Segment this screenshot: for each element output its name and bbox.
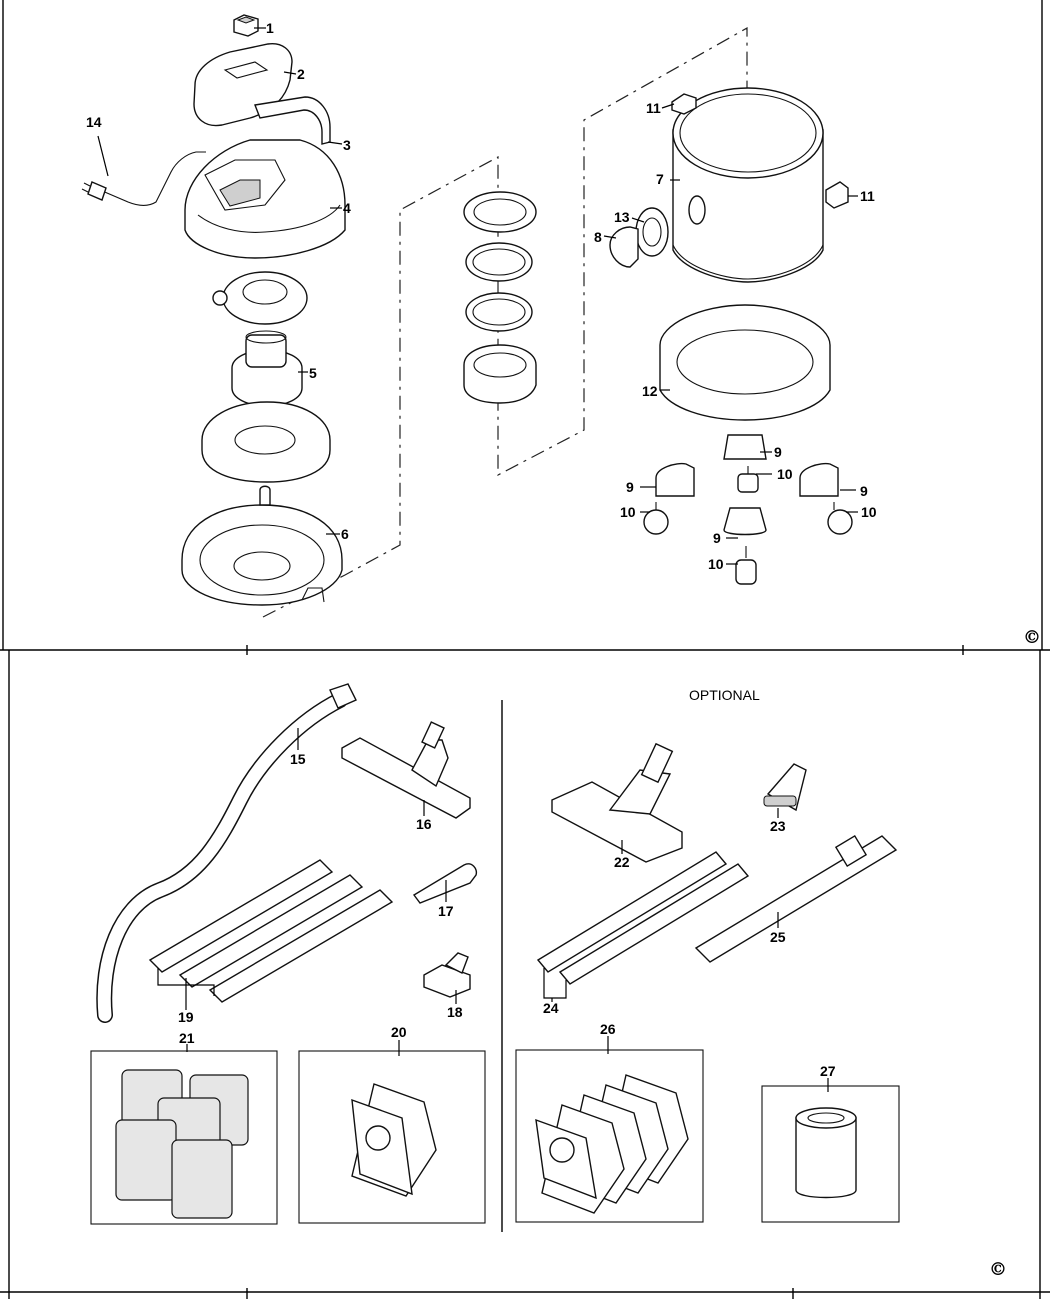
optional-floor-nozzle-icon — [551, 742, 683, 863]
foam-filters-icon — [90, 1050, 278, 1225]
callout-14: 14 — [86, 114, 102, 130]
callout-21: 21 — [179, 1030, 195, 1046]
copyright-mark-bottom: © — [989, 1259, 1007, 1280]
leader-lines-top — [97, 27, 858, 565]
callout-19: 19 — [178, 1009, 194, 1025]
callout-10-right: 10 — [861, 504, 877, 520]
callout-18: 18 — [447, 1004, 463, 1020]
callout-13: 13 — [614, 209, 630, 225]
motor-base-icon — [201, 401, 331, 483]
caster-bottom-icon — [735, 546, 757, 585]
callout-25: 25 — [770, 929, 786, 945]
handle-icon — [254, 96, 331, 145]
callout-10-bottom: 10 — [708, 556, 724, 572]
crevice-nozzle-icon — [412, 863, 478, 904]
callout-16: 16 — [416, 816, 432, 832]
latch-left-icon — [671, 93, 697, 115]
callout-27: 27 — [820, 1063, 836, 1079]
motor-icon — [231, 330, 303, 407]
inlet-seal-icon — [635, 207, 669, 257]
caster-holder-left-icon — [655, 462, 695, 497]
caster-holder-top-icon — [723, 434, 767, 460]
hose-icon — [96, 683, 357, 1023]
switch-icon — [233, 14, 259, 37]
optional-heading: OPTIONAL — [689, 687, 760, 703]
caster-right-icon — [827, 502, 853, 535]
callout-23: 23 — [770, 818, 786, 834]
callout-15: 15 — [290, 751, 306, 767]
callout-9-top: 9 — [774, 444, 782, 460]
caster-left-icon — [643, 502, 669, 535]
telescopic-tube-icon — [694, 834, 898, 963]
callout-9-left: 9 — [626, 479, 634, 495]
callout-6: 6 — [341, 526, 349, 542]
callout-17: 17 — [438, 903, 454, 919]
callout-4: 4 — [343, 200, 351, 216]
callouts-bottom: 15 16 17 18 19 20 21 22 23 24 25 26 27 — [178, 751, 836, 1079]
inlet-adapter-icon — [609, 226, 639, 268]
callout-1: 1 — [266, 20, 274, 36]
callout-9-bottom: 9 — [713, 530, 721, 546]
callout-10-center: 10 — [777, 466, 793, 482]
callout-24: 24 — [543, 1000, 559, 1016]
callout-3: 3 — [343, 137, 351, 153]
cartridge-filter-icon — [761, 1085, 900, 1223]
power-cord-icon — [81, 151, 206, 206]
copyright-mark-top: © — [1023, 627, 1041, 648]
filter-seals-icon — [463, 191, 537, 404]
callouts-top: 1 2 3 4 5 6 7 8 9 9 9 9 10 10 10 10 11 1… — [86, 20, 877, 572]
callout-8: 8 — [594, 229, 602, 245]
latch-right-icon — [825, 181, 849, 209]
callout-22: 22 — [614, 854, 630, 870]
optional-extension-tubes-icon — [536, 851, 750, 1002]
float-cage-icon — [181, 485, 343, 606]
caster-holder-right-icon — [799, 462, 839, 497]
callout-12: 12 — [642, 383, 658, 399]
motor-housing-icon — [184, 139, 346, 259]
filter-bags-pack-icon — [515, 1049, 704, 1223]
motor-collar-icon — [212, 271, 308, 325]
dolly-base-icon — [659, 304, 831, 421]
callout-26: 26 — [600, 1021, 616, 1037]
tank-icon — [672, 87, 824, 283]
callout-2: 2 — [297, 66, 305, 82]
extension-tubes-icon — [148, 859, 394, 1010]
upholstery-nozzle-icon — [423, 952, 471, 998]
callout-10-left: 10 — [620, 504, 636, 520]
callout-7: 7 — [656, 171, 664, 187]
callout-9-right: 9 — [860, 483, 868, 499]
callout-20: 20 — [391, 1024, 407, 1040]
caster-holder-bottom-icon — [723, 507, 767, 536]
filter-bag-icon — [298, 1050, 486, 1224]
floor-nozzle-icon — [341, 721, 471, 819]
callout-5: 5 — [309, 365, 317, 381]
brush-icon — [763, 763, 807, 812]
callout-11-left: 11 — [646, 100, 661, 116]
callout-11-right: 11 — [860, 188, 875, 204]
caster-center-icon — [737, 466, 759, 493]
leader-lines-bottom — [186, 728, 829, 1092]
